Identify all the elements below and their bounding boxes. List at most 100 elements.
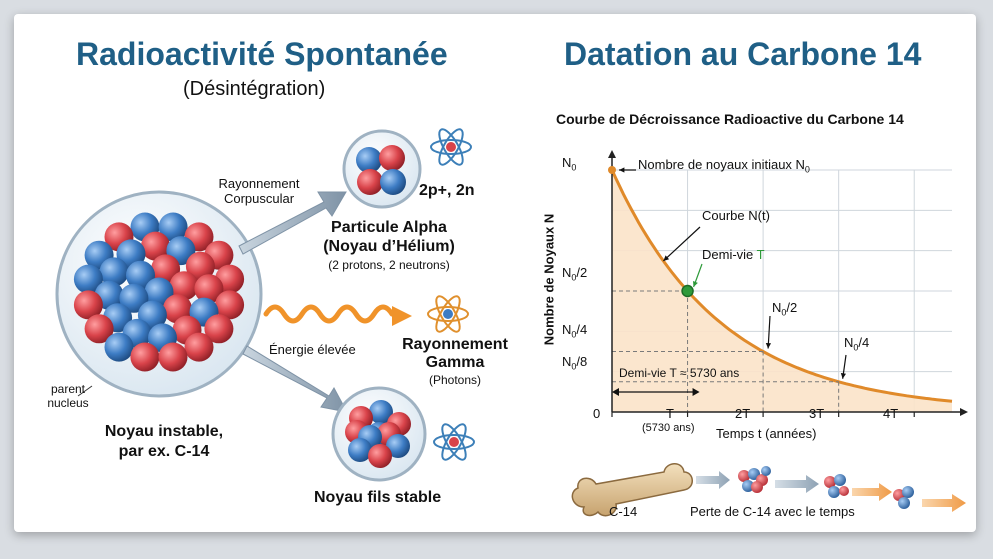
annotation-halflife: Demi-vie T [702, 247, 765, 262]
infographic-card: Radioactivité Spontanée (Désintégration) [14, 14, 976, 532]
proton [368, 444, 392, 468]
proton [151, 254, 181, 284]
annotation-halflife-text: Demi-vie [702, 247, 757, 262]
alpha-circle [342, 129, 422, 209]
neutron [126, 260, 155, 290]
y-tick-eighth: N0/8 [562, 354, 587, 372]
proton [84, 314, 114, 344]
x-tick-T: T [666, 406, 674, 421]
atom-orbit [435, 295, 461, 333]
alpha-caption: Particule Alpha (Noyau d’Hélium) (2 prot… [314, 218, 464, 274]
atom-orbit [430, 139, 472, 155]
parent-pointer [77, 385, 93, 397]
bone-icon [571, 463, 693, 517]
atom-orbit [435, 295, 461, 333]
y-tick-n0: N0 [562, 155, 576, 173]
unstable-label-line: par ex. C-14 [118, 443, 210, 460]
proton [130, 342, 160, 372]
x-tick-0: 0 [593, 406, 601, 421]
y-tick-subscript: 0 [571, 361, 577, 372]
proton [215, 290, 245, 320]
annotation-initial-arrow-head [619, 167, 625, 173]
y-tick-subscript: 0 [571, 329, 577, 340]
neutron [73, 264, 103, 294]
y-axis-label: Nombre de Noyaux N [541, 213, 557, 346]
y-tick-text: /2 [576, 265, 588, 280]
x-tick-2T: 2T [735, 406, 751, 421]
y-tick-subscript: 0 [571, 162, 577, 173]
annotation-initial: Nombre de noyaux initiaux N0 [638, 157, 810, 175]
nucleus-cluster-icon [738, 466, 771, 493]
proton [184, 332, 214, 362]
halflife-span-arrowhead [612, 388, 619, 396]
gamma-name: Rayonnement [402, 336, 508, 353]
halflife-span-arrowhead [692, 388, 700, 396]
gamma-subname: Gamma [425, 354, 485, 371]
neutron [158, 212, 188, 242]
arrow-icon [922, 494, 966, 512]
alpha-particle [356, 145, 406, 195]
decay-chart [608, 150, 968, 417]
parent-label-line: nucleus [47, 396, 89, 410]
y-tick-text: N [562, 322, 572, 337]
neutron [144, 277, 174, 307]
proton [204, 314, 234, 344]
parent-nucleus [73, 212, 245, 372]
gamma-caption: Rayonnement Gamma (Photons) [400, 336, 510, 389]
atom-icon [430, 128, 472, 166]
decay-diagram [55, 128, 475, 482]
initial-point [608, 166, 616, 174]
annotation-text: /4 [858, 335, 870, 350]
atom-core [446, 142, 456, 152]
stable-nucleus [345, 400, 411, 468]
annotation-n0-2: N0/2 [772, 300, 797, 318]
left-subtitle: (Désintégration) [183, 78, 326, 100]
arrow-to-alpha [238, 191, 347, 255]
neutron [386, 434, 410, 458]
half-life-point [681, 284, 694, 298]
halflife-span-label: Demi-vie T ≈ 5730 ans [619, 366, 740, 380]
x-tick-4T: 4T [883, 406, 899, 421]
chart-plot-area [608, 150, 968, 417]
alpha-name: Particule Alpha [331, 219, 447, 236]
atom-core [449, 437, 459, 447]
y-tick-text: N [562, 265, 572, 280]
annotation-halflife-arrow-head [692, 281, 698, 287]
parent-label-line: parent [50, 382, 86, 396]
arrow-to-stable [242, 345, 348, 413]
x-tick-note: (5730 ans) [642, 422, 695, 434]
corpuscular-label-line: Corpuscular [223, 191, 295, 206]
y-tick-subscript: 0 [571, 272, 577, 283]
arrow-icon [775, 475, 819, 493]
bone-label: C-14 [609, 504, 638, 519]
y-axis-arrowhead [608, 150, 616, 158]
y-tick-text: /4 [576, 322, 588, 337]
annotation-curve-arrow-head [663, 255, 670, 261]
annotation-curve: Courbe N(t) [702, 208, 770, 223]
gamma-wave [263, 304, 395, 324]
stable-label: Noyau fils stable [314, 489, 442, 506]
corpuscular-label-line: Rayonnement [218, 176, 300, 191]
atom-orbit [427, 306, 469, 322]
annotation-text: /2 [786, 300, 798, 315]
arrow-icon [696, 471, 730, 489]
alpha-detail: (2 protons, 2 neutrons) [328, 258, 450, 272]
annotation-n0-4: N0/4 [844, 335, 869, 353]
annotation-text: N [772, 300, 782, 315]
nucleus-cluster-icon [893, 486, 914, 509]
neutron [369, 400, 393, 424]
unstable-label-line: Noyau instable, [104, 423, 224, 440]
neutron [99, 257, 129, 287]
annotation-initial-subscript: 0 [804, 164, 810, 175]
corpuscular-label: Rayonnement Corpuscular [204, 176, 314, 206]
proton [141, 231, 170, 261]
annotation-subscript: 0 [853, 342, 859, 353]
y-tick-text: /8 [576, 354, 588, 369]
alpha-counts: 2p+, 2n [419, 182, 475, 199]
y-tick-text: N [562, 354, 572, 369]
atom-orbit [438, 128, 464, 166]
x-axis-arrowhead [960, 408, 968, 416]
x-tick-3T: 3T [809, 406, 825, 421]
left-title: Radioactivité Spontanée [76, 36, 448, 72]
atom-icon [433, 423, 475, 461]
